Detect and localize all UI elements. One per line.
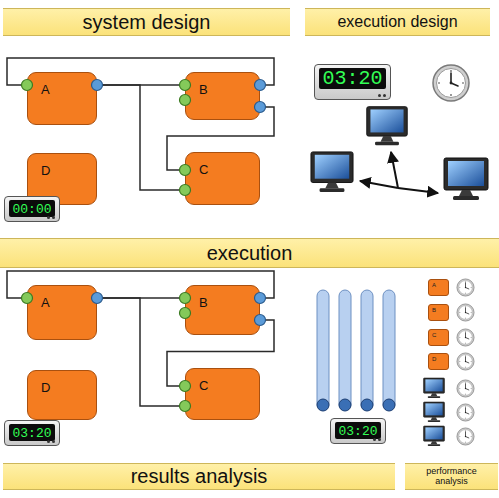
process-box: A [27, 72, 97, 125]
box-label: A [41, 82, 50, 97]
section-title: system design [79, 12, 215, 33]
clock-icon [457, 279, 474, 296]
section-title: performance analysis [405, 467, 498, 486]
timer-value: 03:20 [12, 426, 51, 441]
section-band: performance analysis [405, 463, 498, 490]
execution-bars [317, 290, 395, 411]
process-box: D [27, 370, 97, 420]
box-label: A [432, 282, 436, 288]
output-port [255, 315, 266, 326]
timer-display: 03:20 [330, 418, 386, 444]
computer-icon [423, 378, 444, 398]
section-band: system design [3, 8, 290, 36]
computer-icon [423, 402, 444, 422]
process-box: A [27, 285, 97, 340]
box-label: A [41, 295, 50, 310]
input-port [180, 80, 191, 91]
display-screen: 03:20 [9, 424, 54, 441]
output-port [255, 102, 266, 113]
output-port [255, 293, 266, 304]
computer-icon [311, 152, 353, 192]
clock-icon [457, 428, 474, 445]
input-port [180, 293, 191, 304]
process-box: C [428, 329, 449, 346]
computer-icon [423, 426, 444, 446]
input-port [180, 308, 191, 319]
clock-icon [457, 404, 474, 421]
box-label: C [432, 332, 436, 338]
process-box: C [185, 368, 260, 420]
box-label: D [41, 163, 50, 178]
section-band: execution design [305, 8, 490, 36]
clock-icon [457, 329, 474, 346]
display-screen: 00:00 [9, 200, 54, 217]
display-screen: 03:20 [319, 68, 385, 89]
computer-icon [444, 158, 488, 200]
process-box: C [185, 152, 260, 205]
input-port [180, 401, 191, 412]
indicator-dot [52, 440, 55, 443]
input-port [180, 185, 191, 196]
section-title: execution [203, 243, 297, 264]
box-label: B [199, 295, 208, 310]
clock-icon [457, 304, 474, 321]
clock-icon [433, 65, 469, 101]
indicator-dot [383, 94, 386, 97]
distribution-arrows [360, 152, 438, 193]
box-label: D [41, 380, 50, 395]
box-label: C [199, 378, 208, 393]
timer-value: 03:20 [322, 67, 382, 90]
timer-display: 03:20 [314, 64, 391, 100]
process-box: B [428, 304, 449, 321]
input-port [180, 95, 191, 106]
process-box: B [185, 72, 260, 120]
box-label: B [199, 82, 208, 97]
section-band: execution [0, 238, 499, 268]
input-port [22, 80, 33, 91]
section-band: results analysis [3, 463, 395, 490]
connector [97, 85, 185, 190]
timer-display: 03:20 [4, 420, 60, 446]
display-screen: 03:20 [335, 422, 380, 439]
timer-value: 03:20 [338, 424, 377, 439]
clock-icon [457, 353, 474, 370]
output-port [92, 293, 103, 304]
indicator-dot [52, 216, 55, 219]
input-port [22, 293, 33, 304]
section-title: results analysis [127, 466, 272, 487]
output-port [255, 80, 266, 91]
process-box: B [185, 285, 260, 335]
timer-display: 00:00 [4, 196, 60, 222]
input-port [180, 165, 191, 176]
timer-value: 00:00 [12, 202, 51, 217]
indicator-dot [378, 94, 381, 97]
box-label: D [432, 356, 436, 362]
output-port [92, 80, 103, 91]
section-title: execution design [333, 14, 461, 31]
process-box: A [428, 279, 449, 296]
computer-icon [367, 107, 407, 146]
clock-icon [457, 380, 474, 397]
box-label: C [199, 162, 208, 177]
indicator-dot [378, 438, 381, 441]
input-port [180, 381, 191, 392]
process-box: D [428, 353, 449, 370]
box-label: B [432, 307, 436, 313]
